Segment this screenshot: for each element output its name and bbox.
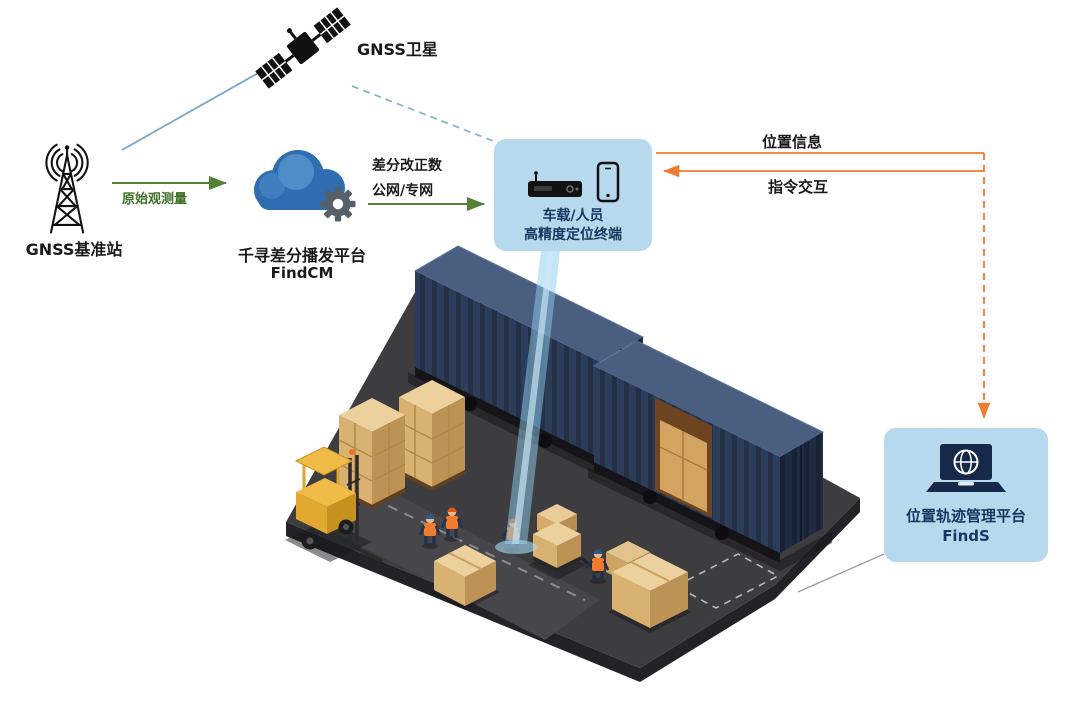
cloud-icon xyxy=(254,150,356,222)
terminal-label-line1: 车载/人员 xyxy=(542,208,604,224)
warehouse-scene xyxy=(285,245,860,682)
connectors xyxy=(112,71,991,593)
terminal-label-line2: 高精度定位终端 xyxy=(524,226,622,243)
pallet-stacks xyxy=(337,380,467,510)
positioning-beam xyxy=(495,251,560,554)
cloud-platform-name: 千寻差分播发平台 xyxy=(237,246,366,265)
gear-icon xyxy=(320,186,356,222)
terminal-icons xyxy=(526,149,620,203)
globe-icon xyxy=(953,449,979,475)
worker-2 xyxy=(440,507,464,542)
satellite-label: GNSS卫星 xyxy=(357,40,438,59)
lane-marking xyxy=(371,497,586,601)
container-2 xyxy=(588,340,832,571)
platform-to-scene-link xyxy=(797,553,885,593)
floor-box-b xyxy=(606,541,692,633)
laptop-globe-icon xyxy=(926,444,1006,492)
vehicle-terminal-icon xyxy=(528,171,582,197)
platform-name: 位置轨迹管理平台 xyxy=(905,507,1026,525)
worker-4 xyxy=(585,549,610,584)
radio-tower-icon xyxy=(45,143,89,234)
worker-1 xyxy=(418,514,442,549)
floor-box-a xyxy=(430,545,500,610)
smartphone-icon xyxy=(596,161,620,203)
position-info-label: 位置信息 xyxy=(762,133,823,151)
forklift xyxy=(285,446,383,563)
terminal-node: 车载/人员 高精度定位终端 xyxy=(494,139,652,251)
cloud-platform-product: FindCM xyxy=(270,264,334,282)
satellite-to-terminal-link xyxy=(351,85,507,147)
parking-marks xyxy=(674,553,780,609)
satellite-to-base-link xyxy=(121,71,261,151)
command-interaction-label: 指令交互 xyxy=(768,178,829,196)
raw-observation-label: 原始观测量 xyxy=(122,192,188,207)
base-station-label: GNSS基准站 xyxy=(25,240,123,259)
platform-node: 位置轨迹管理平台 FindS xyxy=(884,428,1048,562)
correction-label-line2: 公网/专网 xyxy=(372,183,434,199)
correction-label-line1: 差分改正数 xyxy=(372,158,442,174)
satellite-icon xyxy=(255,7,351,89)
platform-product: FindS xyxy=(942,527,990,546)
